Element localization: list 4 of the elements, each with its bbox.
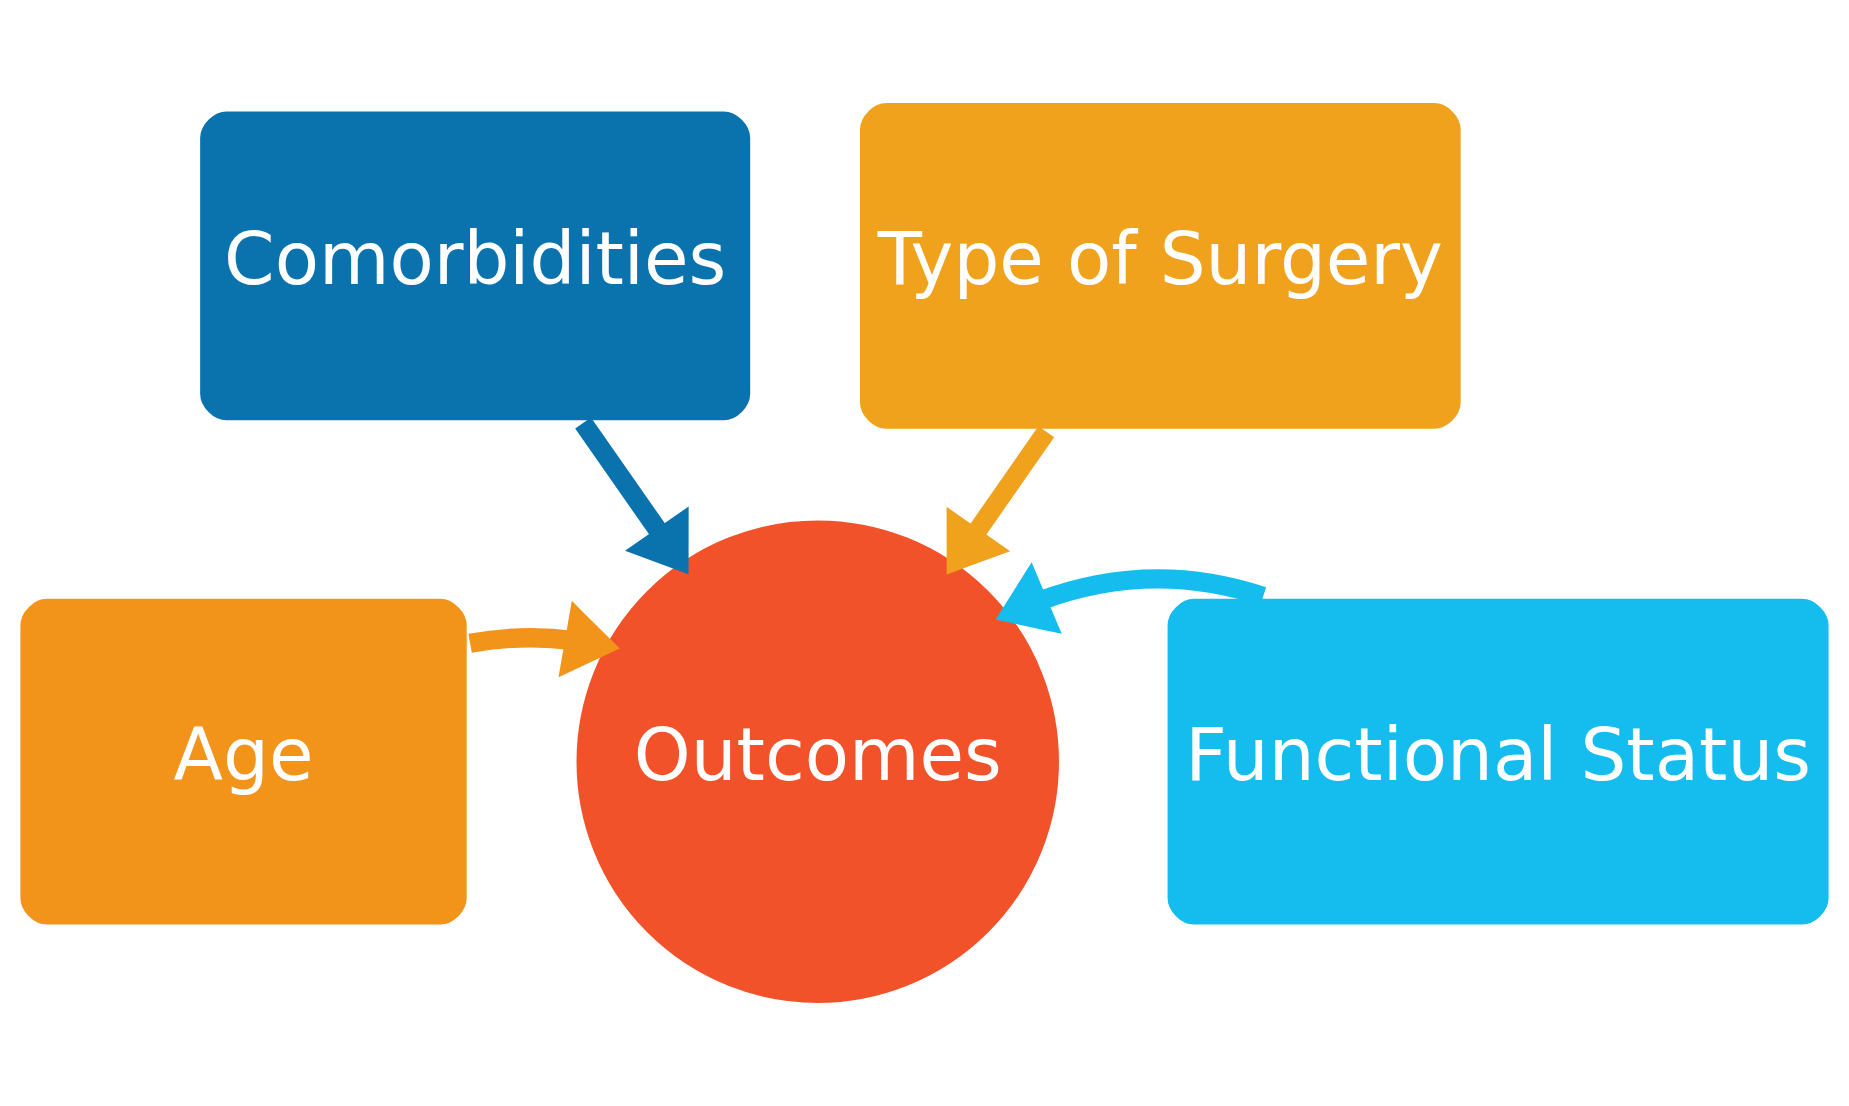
arrow xyxy=(468,600,620,678)
arrow xyxy=(995,562,1266,634)
arrow xyxy=(575,417,689,575)
arrow xyxy=(946,426,1055,575)
